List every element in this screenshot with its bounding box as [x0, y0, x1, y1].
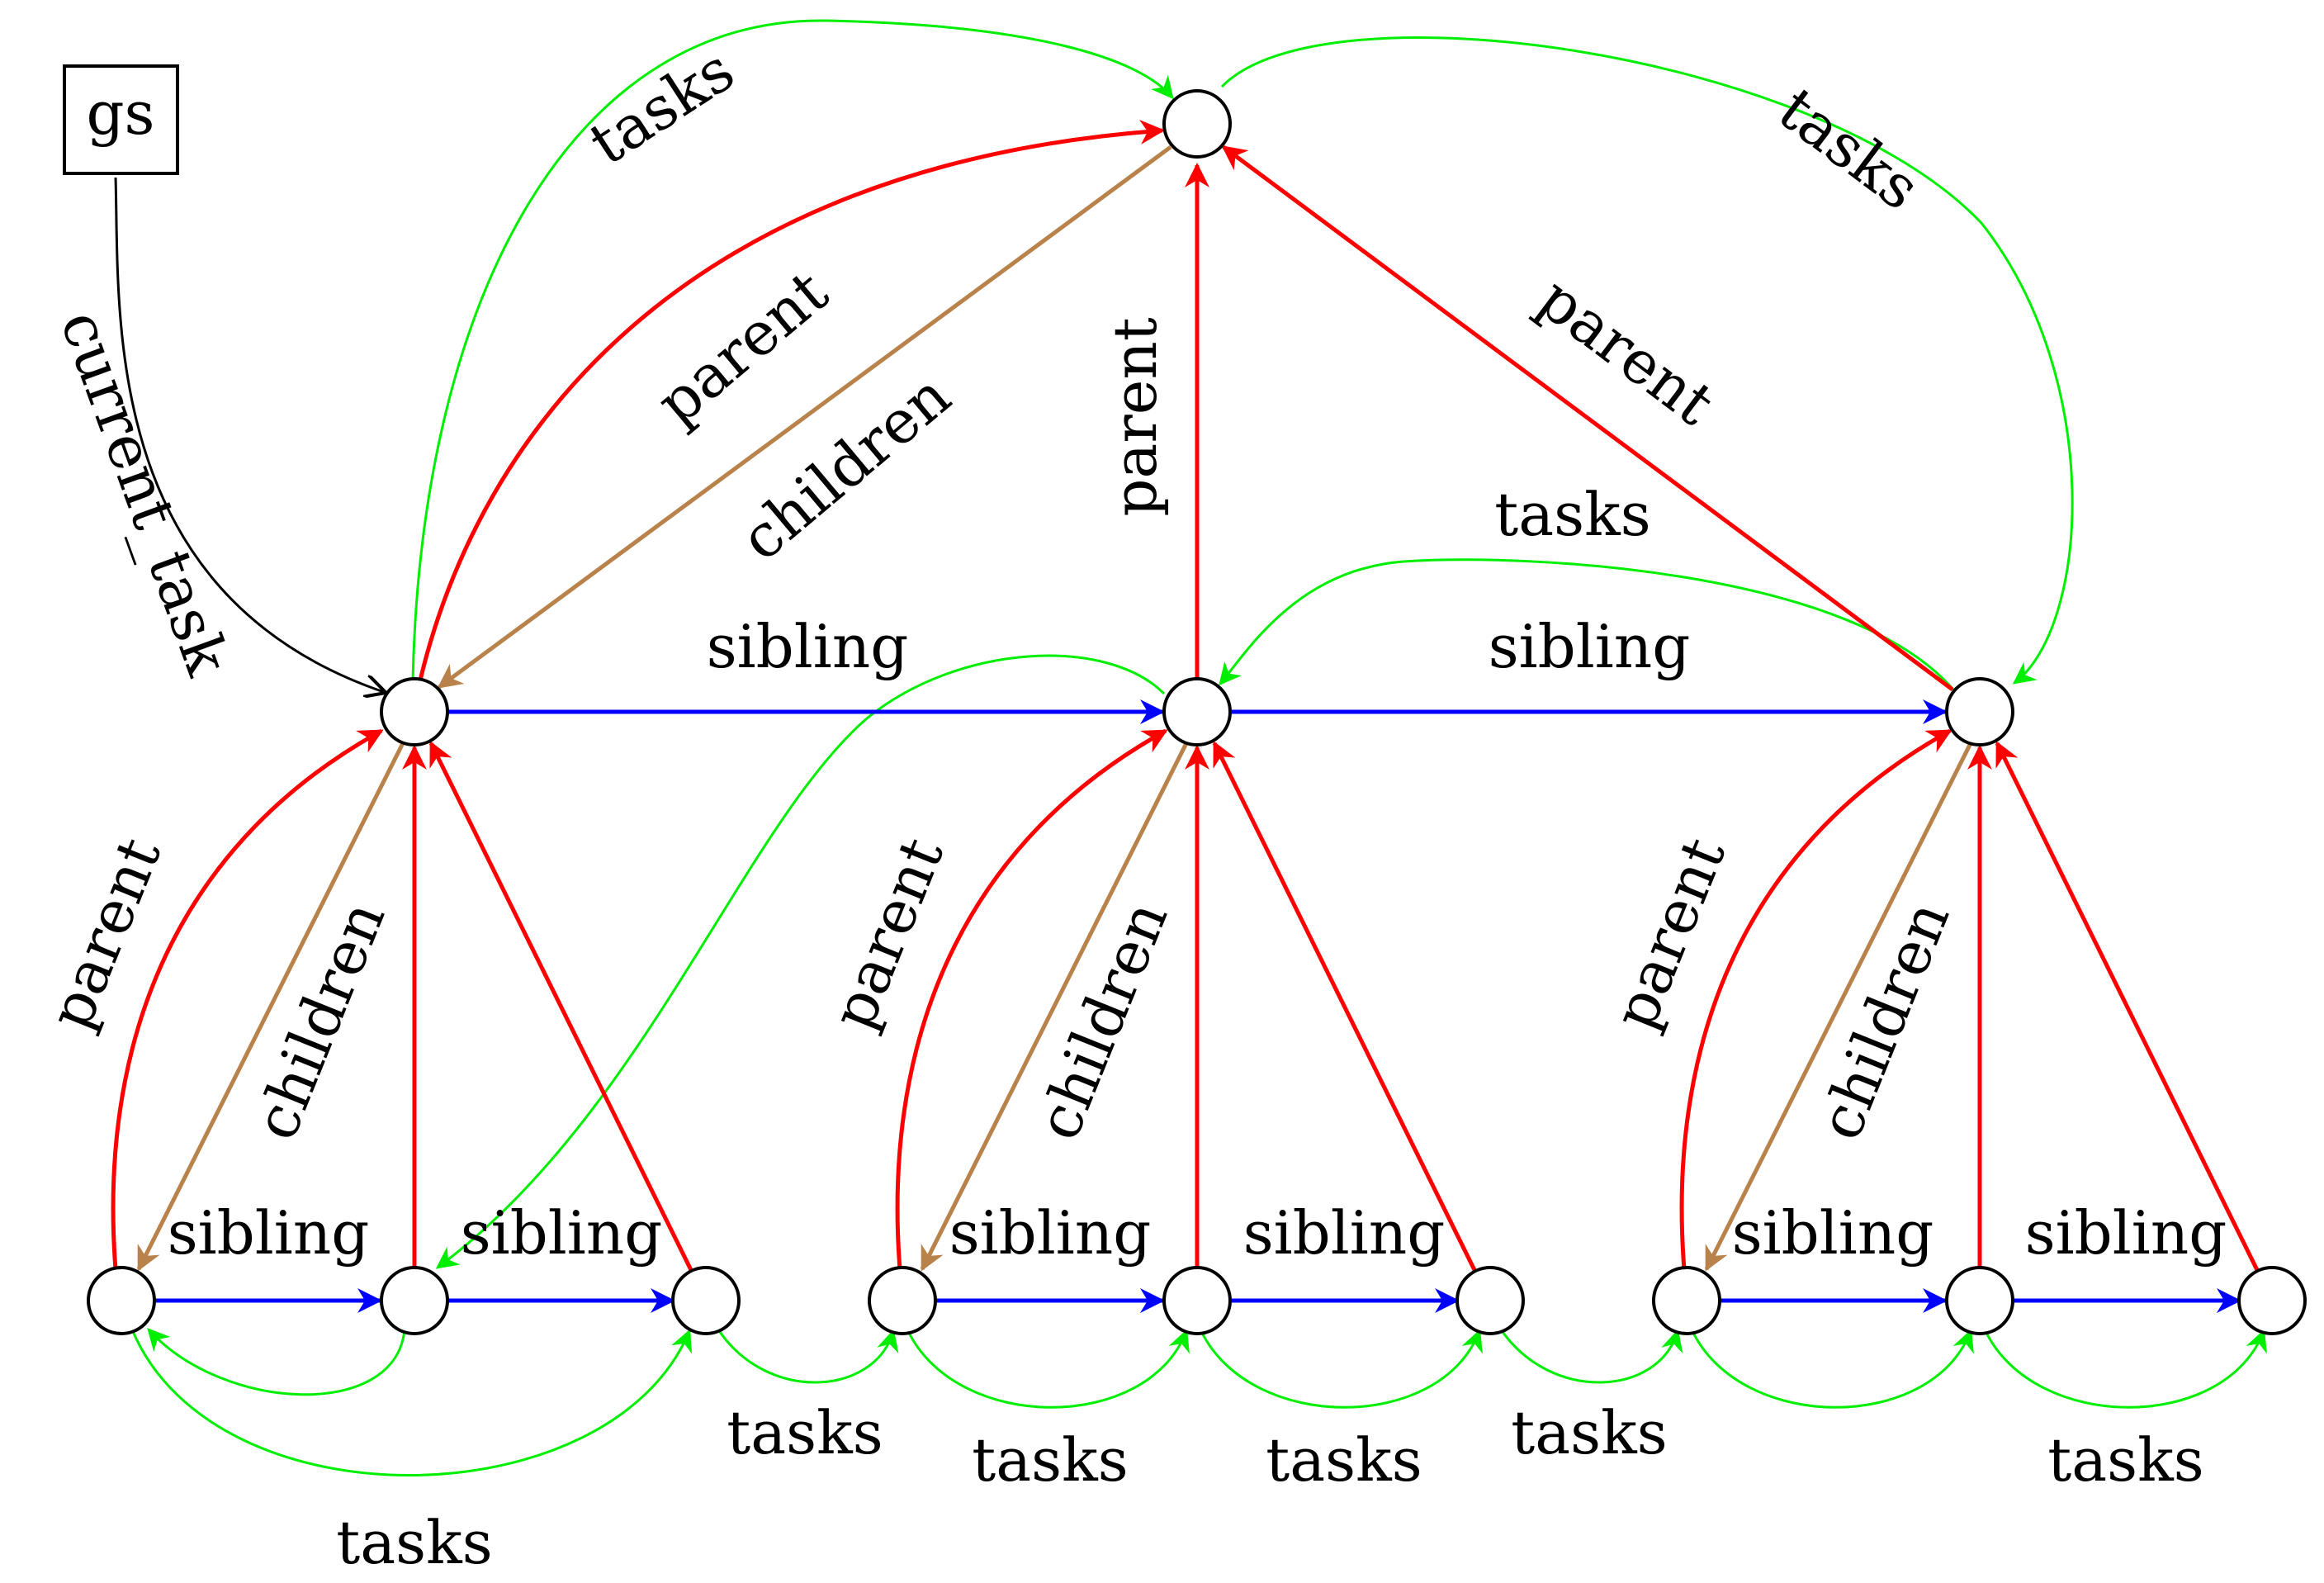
node-c2: [1945, 1266, 2014, 1335]
label-children-c-c1: children: [1805, 892, 1962, 1149]
label-sibling-c2-c3: sibling: [2025, 1198, 2227, 1268]
label-parent-c-root: parent: [1526, 263, 1726, 438]
sibling-edges: [154, 699, 2241, 1313]
node-root: [1162, 89, 1232, 159]
tasks-edge-a2-to-a1: [147, 1327, 406, 1396]
tasks-edge-c2-to-c3: [1984, 1329, 2267, 1409]
parent-edge-a-root: [417, 120, 1165, 685]
parent-edge-b3-b: [1212, 741, 1478, 1273]
gs-label: gs: [86, 78, 154, 148]
label-tasks-top-left: tasks: [577, 35, 746, 178]
label-parent-b-root: parent: [1100, 317, 1170, 516]
parent-edge-c-root: [1221, 145, 1954, 692]
label-sibling-a-b: sibling: [707, 612, 909, 681]
parent-edge-b1-b: [895, 728, 1168, 1270]
tasks-edge-a1-to-a3: [130, 1329, 693, 1476]
edge-labels: current_task tasks tasks parent children…: [35, 35, 2227, 1577]
parent-edge-c1-c: [1679, 728, 1952, 1270]
label-parent-a1-a: parent: [35, 828, 174, 1039]
node-b3: [1455, 1266, 1525, 1335]
label-tasks-a1-a3: tasks: [336, 1508, 492, 1577]
label-children-root-a: children: [727, 361, 963, 575]
tasks-edge-a3-to-b1: [717, 1329, 899, 1384]
children-edge-a-a1: [136, 742, 405, 1272]
parent-edge-a3-a: [428, 741, 694, 1273]
label-sibling-b-c: sibling: [1489, 612, 1691, 681]
node-c: [1945, 677, 2014, 746]
node-c1: [1652, 1266, 1721, 1335]
tasks-edge-root-to-c: [1220, 36, 2074, 685]
label-current-task: current_task: [47, 301, 243, 685]
tasks-edges: [130, 19, 2267, 1476]
tasks-edge-c-to-b: [1219, 558, 1958, 694]
label-tasks-c2-c3: tasks: [2047, 1425, 2203, 1495]
node-a2: [380, 1266, 449, 1335]
children-edge-root-a: [437, 145, 1172, 690]
tasks-edge-a-to-root: [411, 19, 1174, 682]
node-b: [1162, 677, 1232, 746]
children-edge-c-c1: [1704, 742, 1973, 1272]
children-edges: [136, 145, 1973, 1272]
label-sibling-b1-b2: sibling: [949, 1198, 1152, 1268]
label-tasks-top-right: tasks: [1766, 74, 1933, 224]
tasks-edge-b3-to-c1: [1499, 1329, 1683, 1384]
parent-edge-c3-c: [1995, 741, 2260, 1273]
label-tasks-b3-c1: tasks: [1511, 1398, 1667, 1467]
node-b1: [868, 1266, 937, 1335]
tasks-edge-b2-to-b3: [1200, 1329, 1483, 1409]
label-tasks-c-b: tasks: [1494, 480, 1650, 549]
label-sibling-b2-b3: sibling: [1243, 1198, 1446, 1268]
tasks-edge-b1-to-b2: [906, 1329, 1190, 1409]
tasks-edge-b-to-a2: [435, 654, 1166, 1269]
label-tasks-b2-b3: tasks: [1266, 1425, 1422, 1495]
node-a: [380, 677, 449, 746]
node-a1: [87, 1266, 156, 1335]
label-sibling-a1-a2: sibling: [168, 1198, 370, 1268]
node-b2: [1162, 1266, 1232, 1335]
current-task-edge: [114, 177, 384, 692]
label-tasks-a3-b1: tasks: [727, 1398, 883, 1467]
node-c3: [2237, 1266, 2307, 1335]
parent-edges: [111, 120, 2260, 1273]
gs-box: gs: [63, 64, 179, 175]
parent-edge-a1-a: [111, 728, 384, 1270]
nodes: [87, 89, 2307, 1335]
label-sibling-c1-c2: sibling: [1732, 1198, 1934, 1268]
label-sibling-a2-a3: sibling: [461, 1198, 663, 1268]
node-a3: [671, 1266, 741, 1335]
gs-box-frame: [63, 64, 179, 175]
label-parent-c1-c: parent: [1600, 828, 1739, 1039]
tasks-edge-c1-to-c2: [1691, 1329, 1974, 1409]
label-tasks-b1-b2: tasks: [972, 1425, 1128, 1495]
label-parent-b1-b: parent: [818, 828, 957, 1039]
children-edge-b-b1: [920, 742, 1189, 1272]
